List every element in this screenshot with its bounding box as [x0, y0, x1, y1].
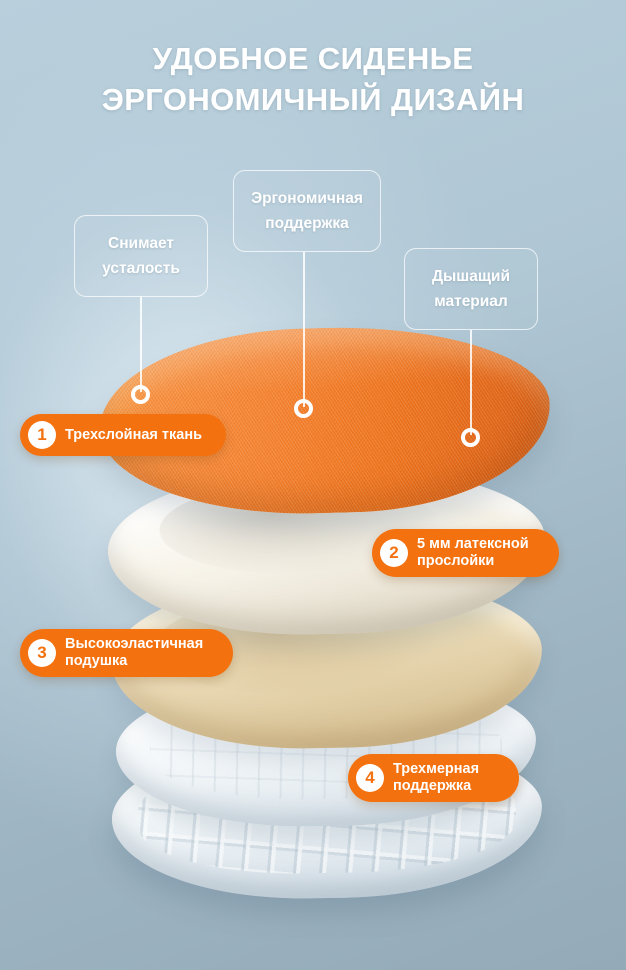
page-title: УДОБНОЕ СИДЕНЬЕ ЭРГОНОМИЧНЫЙ ДИЗАЙН: [0, 38, 626, 120]
badge-number-icon: 3: [28, 639, 56, 667]
callout-relieves-fatigue: Снимает усталость: [74, 215, 208, 297]
badge-number-icon: 2: [380, 539, 408, 567]
title-line-2: ЭРГОНОМИЧНЫЙ ДИЗАЙН: [101, 82, 525, 117]
connector-dot-3-icon: [461, 428, 480, 447]
badge-layer-2: 2 5 мм латексной прослойки: [372, 529, 559, 577]
callout-label: Эргономичная поддержка: [251, 190, 363, 232]
callout-breathable-material: Дышащий материал: [404, 248, 538, 330]
leader-line-3: [470, 330, 472, 435]
badge-number-icon: 4: [356, 764, 384, 792]
leader-line-1: [140, 297, 142, 392]
badge-layer-3: 3 Высокоэластичная подушка: [20, 629, 234, 677]
connector-dot-1-icon: [131, 385, 150, 404]
leader-line-2: [303, 252, 305, 407]
badge-layer-4: 4 Трехмерная поддержка: [348, 754, 520, 802]
badge-label: Высокоэластичная подушка: [65, 636, 204, 669]
badge-label: Трехмерная поддержка: [393, 761, 480, 794]
badge-label: 5 мм латексной прослойки: [417, 536, 529, 569]
badge-number-icon: 1: [28, 421, 56, 449]
callout-ergonomic-support: Эргономичная поддержка: [233, 170, 381, 252]
title-line-1: УДОБНОЕ СИДЕНЬЕ: [152, 41, 474, 76]
callout-label: Снимает усталость: [102, 235, 180, 277]
callout-label: Дышащий материал: [432, 268, 510, 310]
connector-dot-2-icon: [294, 399, 313, 418]
badge-layer-1: 1 Трехслойная ткань: [20, 414, 226, 456]
badge-label: Трехслойная ткань: [65, 426, 202, 443]
